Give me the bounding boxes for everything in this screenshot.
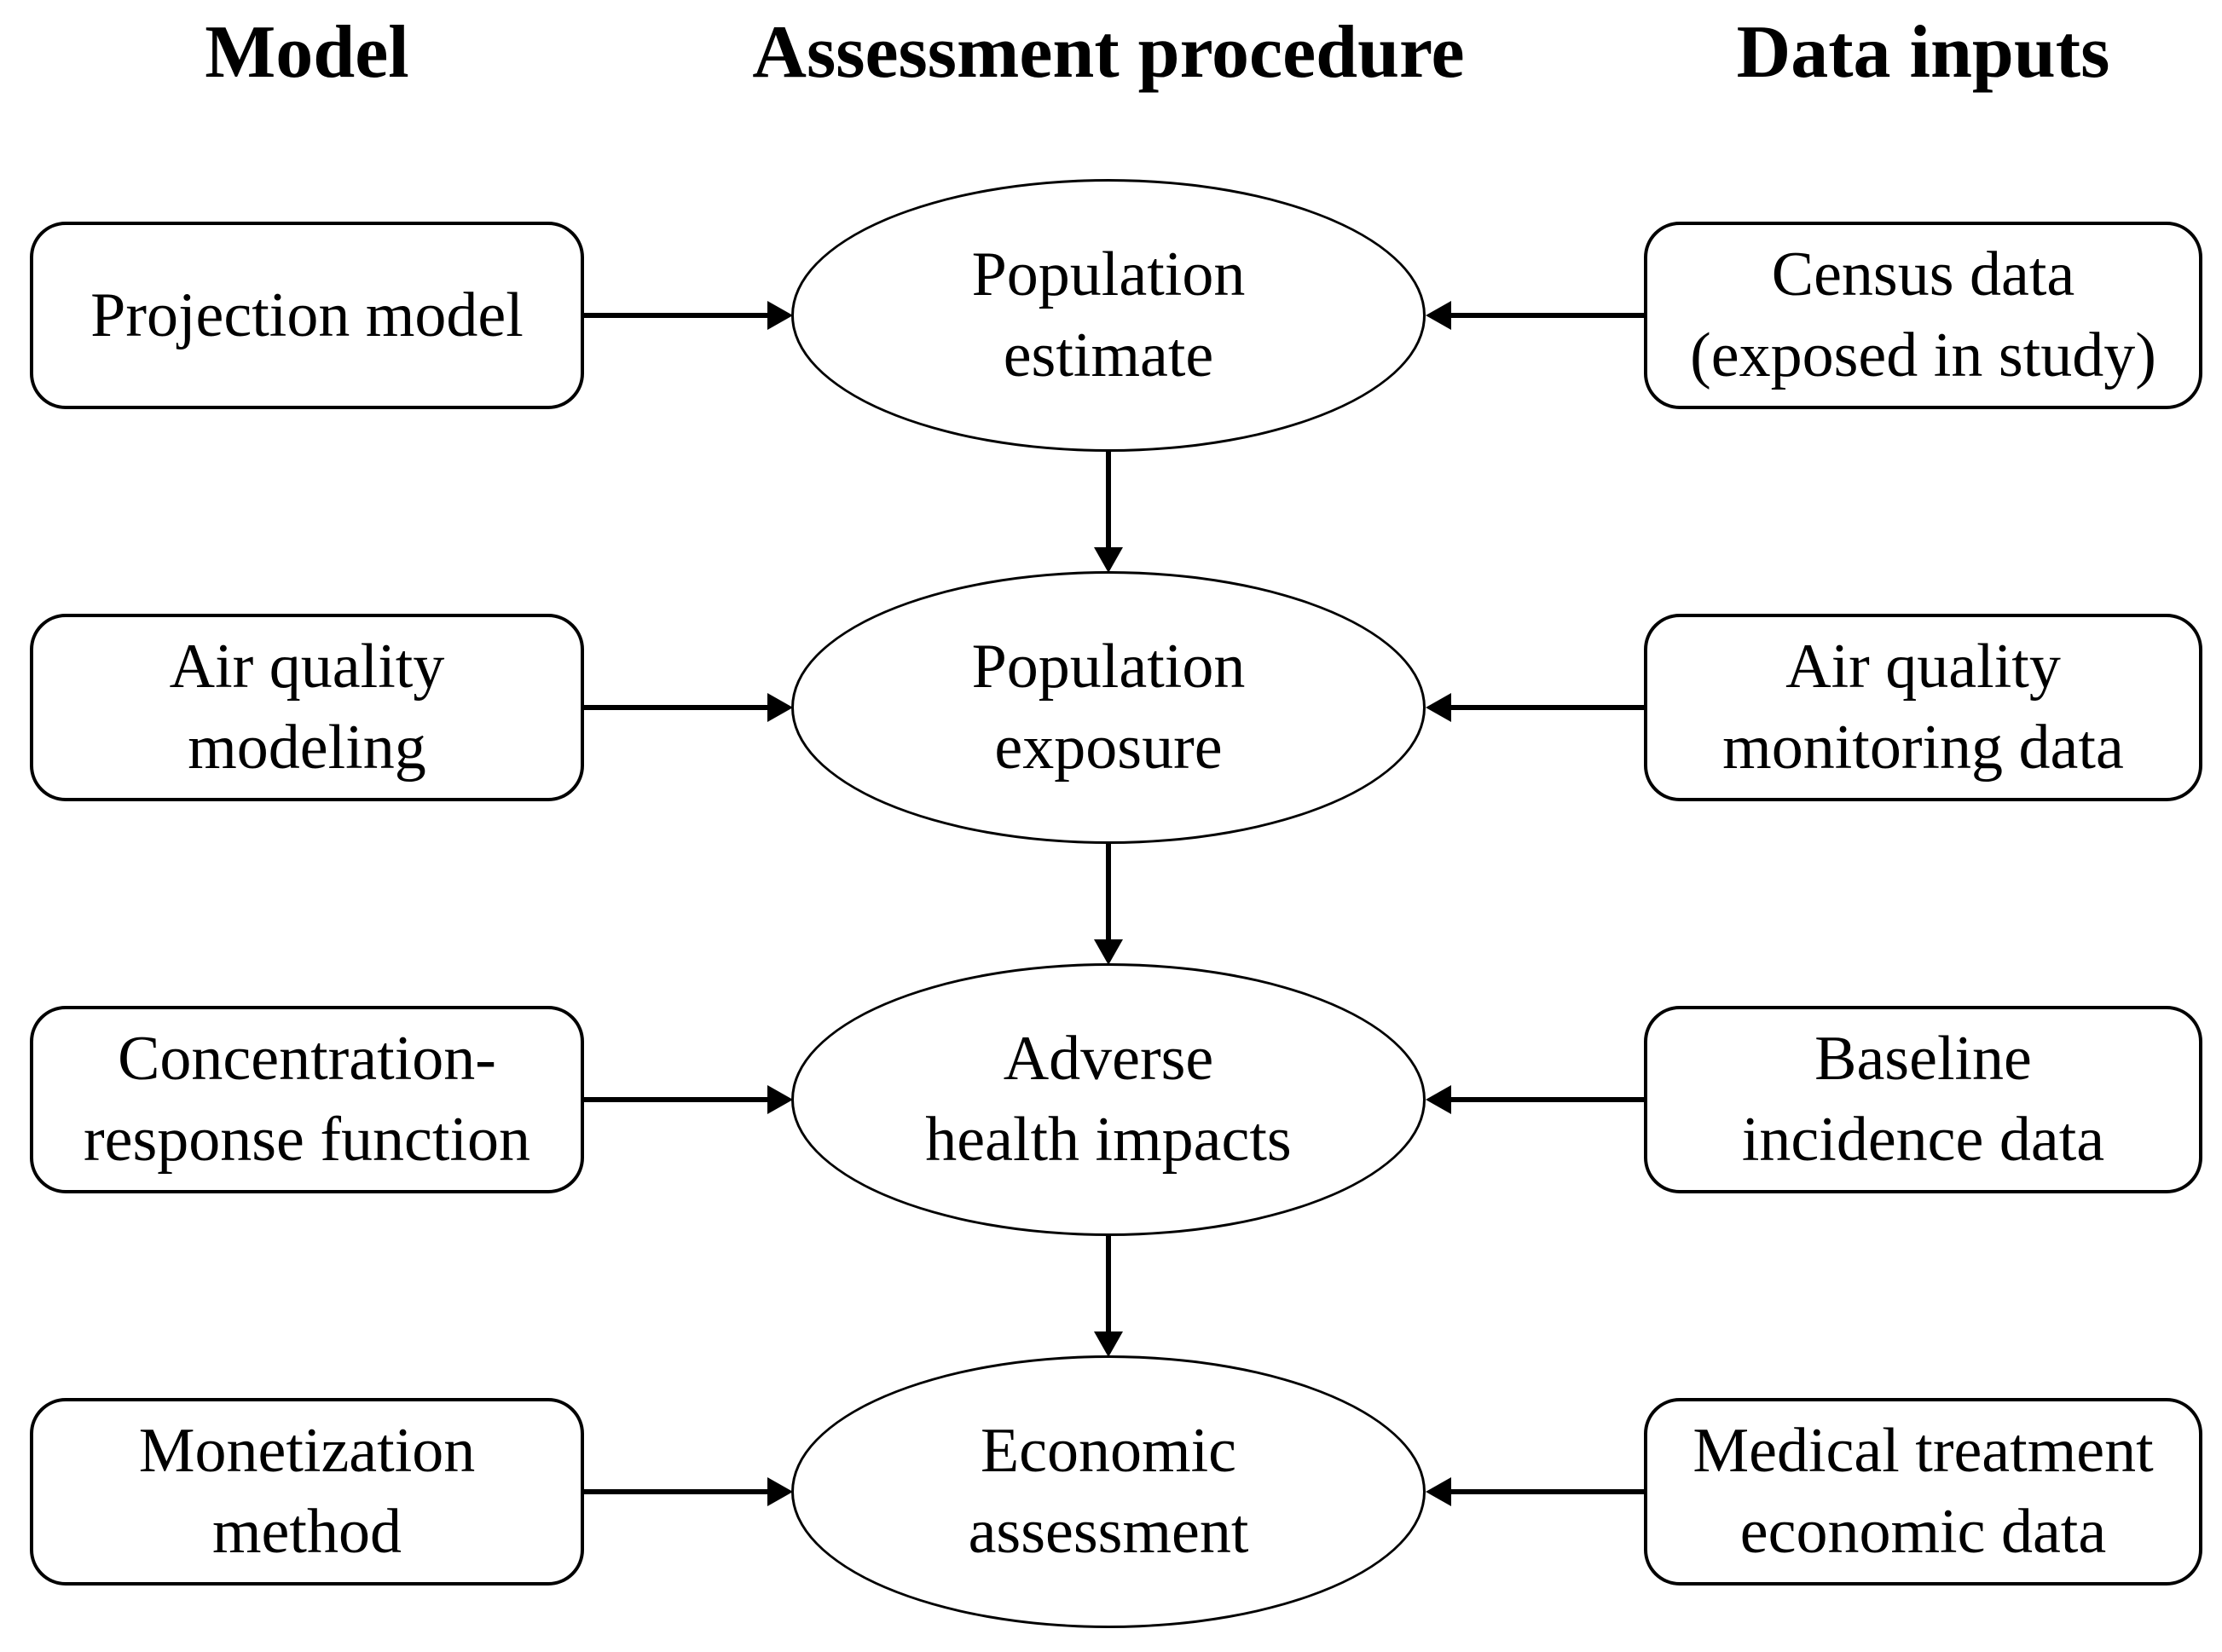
column-header-assessment-procedure: Assessment procedure — [752, 10, 1465, 94]
node-economic-assessment: Economic assessment — [791, 1355, 1426, 1628]
arrow-head-right-icon — [767, 1085, 793, 1114]
column-header-data-inputs: Data inputs — [1736, 10, 2110, 94]
arrow-head-left-icon — [1426, 693, 1451, 722]
node-projection-model: Projection model — [30, 222, 584, 409]
arrow-head-left-icon — [1426, 1477, 1451, 1506]
arrow-line — [1450, 313, 1644, 318]
arrow-line — [584, 313, 770, 318]
arrow-line — [584, 1489, 770, 1494]
node-population-estimate: Population estimate — [791, 179, 1426, 452]
arrow-line — [1450, 1097, 1644, 1102]
arrow-head-right-icon — [767, 693, 793, 722]
arrow-head-down-icon — [1094, 1331, 1123, 1357]
node-adverse-health-impacts: Adverse health impacts — [791, 963, 1426, 1236]
node-baseline-incidence-data: Baseline incidence data — [1644, 1006, 2202, 1193]
arrow-head-down-icon — [1094, 939, 1123, 965]
arrow-head-left-icon — [1426, 1085, 1451, 1114]
node-monetization-method: Monetization method — [30, 1398, 584, 1586]
arrow-head-left-icon — [1426, 301, 1451, 330]
column-header-model: Model — [205, 10, 409, 94]
arrow-line — [1450, 1489, 1644, 1494]
arrow-line — [1106, 1234, 1111, 1335]
arrow-line — [1106, 842, 1111, 943]
arrow-line — [584, 1097, 770, 1102]
arrow-head-down-icon — [1094, 547, 1123, 573]
arrow-line — [1106, 450, 1111, 551]
arrow-line — [584, 705, 770, 710]
node-concentration-response-function: Concentration- response function — [30, 1006, 584, 1193]
node-air-quality-monitoring-data: Air quality monitoring data — [1644, 614, 2202, 801]
arrow-head-right-icon — [767, 1477, 793, 1506]
arrow-head-right-icon — [767, 301, 793, 330]
node-population-exposure: Population exposure — [791, 571, 1426, 844]
node-census-data: Census data (exposed in study) — [1644, 222, 2202, 409]
node-air-quality-modeling: Air quality modeling — [30, 614, 584, 801]
arrow-line — [1450, 705, 1644, 710]
node-medical-treatment-economic-data: Medical treatment economic data — [1644, 1398, 2202, 1586]
